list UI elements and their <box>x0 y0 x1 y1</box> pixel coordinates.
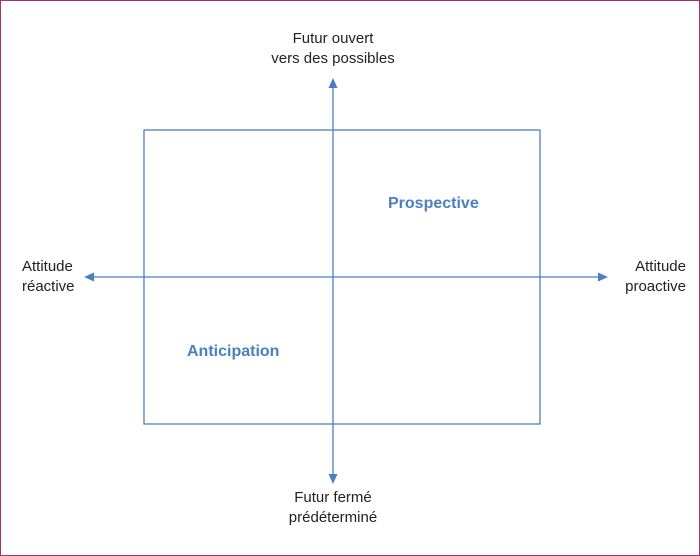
axis-label-bottom-line2: prédéterminé <box>288 509 378 526</box>
axis-label-right: Attitude proactive <box>625 257 686 297</box>
vertical-axis <box>328 78 338 484</box>
horizontal-axis <box>84 272 608 282</box>
axis-label-left-line1: Attitude <box>22 258 73 275</box>
axis-label-bottom: Futur fermé prédéterminé <box>233 488 433 528</box>
axis-label-left-line2: réactive <box>22 278 75 295</box>
down-arrowhead-icon <box>328 474 338 484</box>
axis-label-right-line1: Attitude <box>635 258 686 275</box>
left-arrowhead-icon <box>84 272 94 282</box>
quadrant-label-prospective: Prospective <box>388 195 479 212</box>
quadrant-label-anticipation: Anticipation <box>187 343 280 360</box>
axis-label-top-line2: vers des possibles <box>271 50 395 67</box>
axis-label-left: Attitude réactive <box>22 257 75 297</box>
axis-label-top-line1: Futur ouvert <box>292 30 374 47</box>
axis-label-top: Futur ouvert vers des possibles <box>233 29 433 69</box>
right-arrowhead-icon <box>598 272 608 282</box>
axis-label-bottom-line1: Futur fermé <box>294 489 372 506</box>
up-arrowhead-icon <box>328 78 338 88</box>
axis-label-right-line2: proactive <box>625 278 686 295</box>
